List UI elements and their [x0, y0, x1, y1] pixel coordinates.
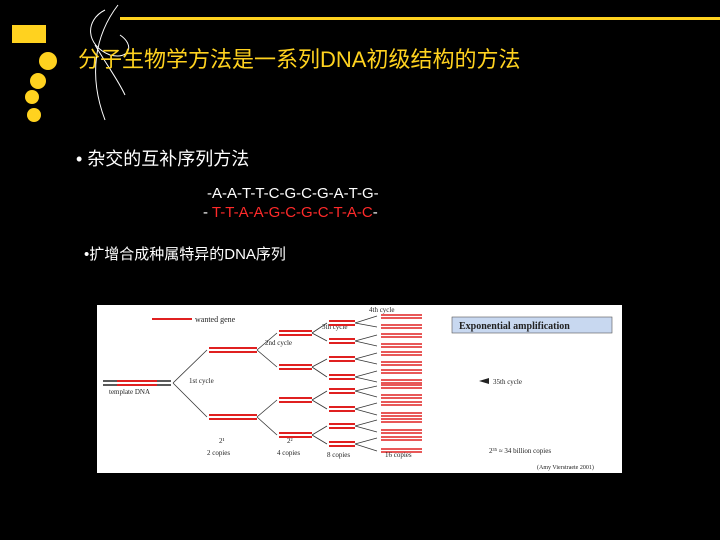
label-4th-cycle: 4th cycle	[369, 306, 394, 314]
cycle3-branches	[311, 322, 328, 445]
ornament-dot	[39, 52, 57, 70]
label-3th-cycle: 3th cycle	[322, 323, 347, 331]
exponential-banner	[451, 316, 613, 334]
bullet-hybridization: • 杂交的互补序列方法	[76, 149, 250, 169]
label-8-copies: 8 copies	[327, 451, 350, 459]
cycle2-products	[279, 330, 312, 438]
ornament-bar	[12, 25, 46, 43]
label-4-copies: 4 copies	[277, 449, 300, 457]
label-exp-1: 2¹	[219, 437, 225, 445]
label-template-dna: template DNA	[109, 388, 150, 396]
label-2nd-cycle: 2nd cycle	[265, 339, 292, 347]
label-1st-cycle: 1st cycle	[189, 377, 214, 385]
seq-complement: T-T-A-A-G-C-G-C-T-A-C	[211, 204, 373, 221]
label-exp-2: 2²	[287, 437, 293, 445]
ornament-dot	[30, 73, 46, 89]
label-credit: (Amy Vierstraete 2001)	[537, 464, 594, 471]
cycle4-products	[381, 314, 422, 453]
seq-prefix: -	[203, 204, 212, 221]
slide-title: 分子生物学方法是一系列DNA初级结构的方法	[78, 47, 521, 72]
title-rule	[120, 17, 720, 20]
dna-sequence-top: -A-A-T-T-C-G-C-G-A-T-G-	[207, 185, 379, 202]
label-billion-copies: 2³⁵ ≈ 34 billion copies	[489, 447, 551, 455]
label-2-copies: 2 copies	[207, 449, 230, 457]
label-exponential: Exponential amplification	[459, 321, 570, 332]
cycle1-products	[209, 347, 257, 420]
seq-suffix: -	[372, 204, 378, 221]
ornament-dot	[27, 108, 41, 122]
pcr-diagram-svg: wanted gene template DNA 1st cycle 2nd c…	[103, 306, 613, 471]
bullet-amplification: •扩增合成种属特异的DNA序列	[84, 246, 286, 263]
label-16-copies: 16 copies	[385, 451, 412, 459]
pcr-diagram: wanted gene template DNA 1st cycle 2nd c…	[97, 305, 622, 473]
label-wanted-gene: wanted gene	[195, 315, 236, 324]
ornament-dot	[25, 90, 39, 104]
decorative-ornament	[12, 4, 160, 122]
arrow-icon	[479, 378, 489, 384]
label-35th-cycle: 35th cycle	[493, 378, 522, 386]
cycle3-products	[329, 320, 355, 447]
cycle4-branches	[354, 315, 378, 452]
dna-sequence-bottom: - T-T-A-A-G-C-G-C-T-A-C-	[203, 204, 378, 221]
